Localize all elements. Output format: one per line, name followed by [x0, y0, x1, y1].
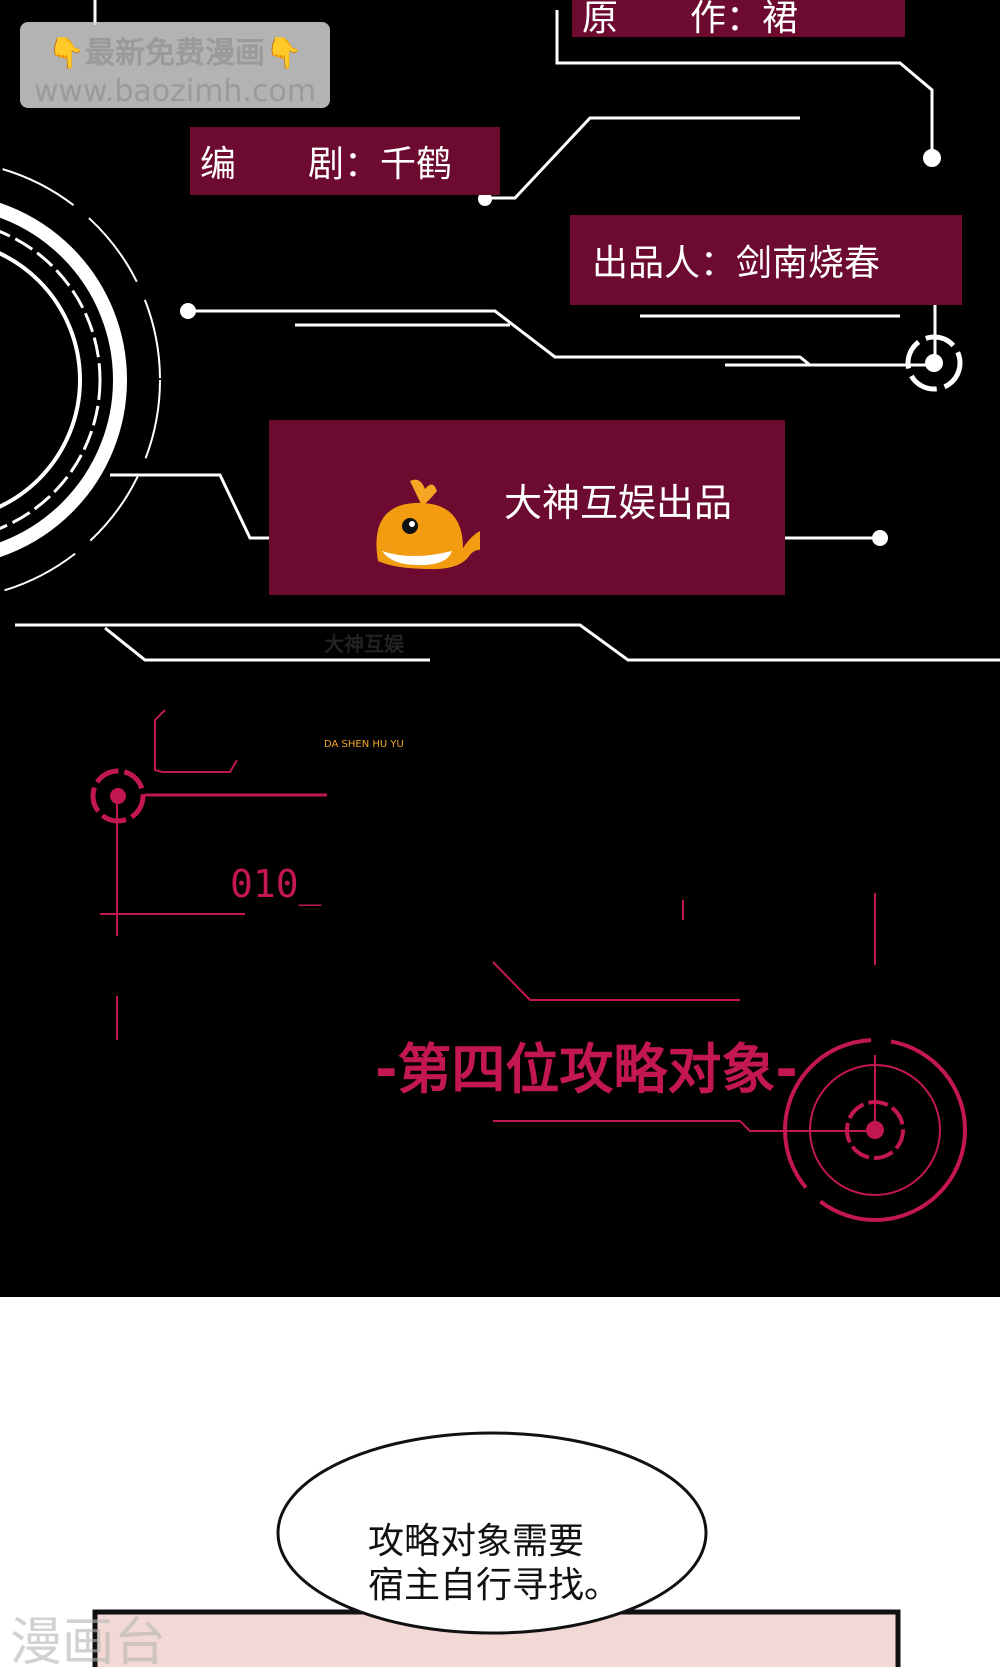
pointing-down-hand-icon: 👇 — [47, 36, 85, 71]
white-ring-graphic — [0, 167, 161, 593]
whale-icon — [376, 479, 485, 570]
studio-banner: 大神互娱 DA SHEN HU YU 大神互娱出品 — [269, 420, 785, 750]
chapter-title: -第四位攻略对象- — [375, 1038, 798, 1101]
whale-logo: 大神互娱 DA SHEN HU YU — [324, 435, 485, 750]
site-watermark: 👇最新免费漫画👇 www.baozimh.com — [20, 22, 330, 109]
credit-producer: 出品人：剑南烧春 — [570, 215, 962, 305]
hud-code: 010_ — [230, 862, 322, 906]
pointing-down-hand-icon: 👇 — [265, 36, 303, 71]
connector-dots — [180, 149, 943, 546]
credit-writer: 编 剧：千鹤 — [190, 127, 500, 195]
speech-bubble — [276, 1431, 708, 1635]
credit-original: 原 作：裙 — [572, 0, 905, 39]
corner-watermark: 漫画台 — [10, 1613, 167, 1673]
studio-credit-text: 大神互娱出品 — [504, 481, 733, 525]
speech-bubble-text: 攻略对象需要 宿主自行寻找。 — [368, 1521, 621, 1606]
